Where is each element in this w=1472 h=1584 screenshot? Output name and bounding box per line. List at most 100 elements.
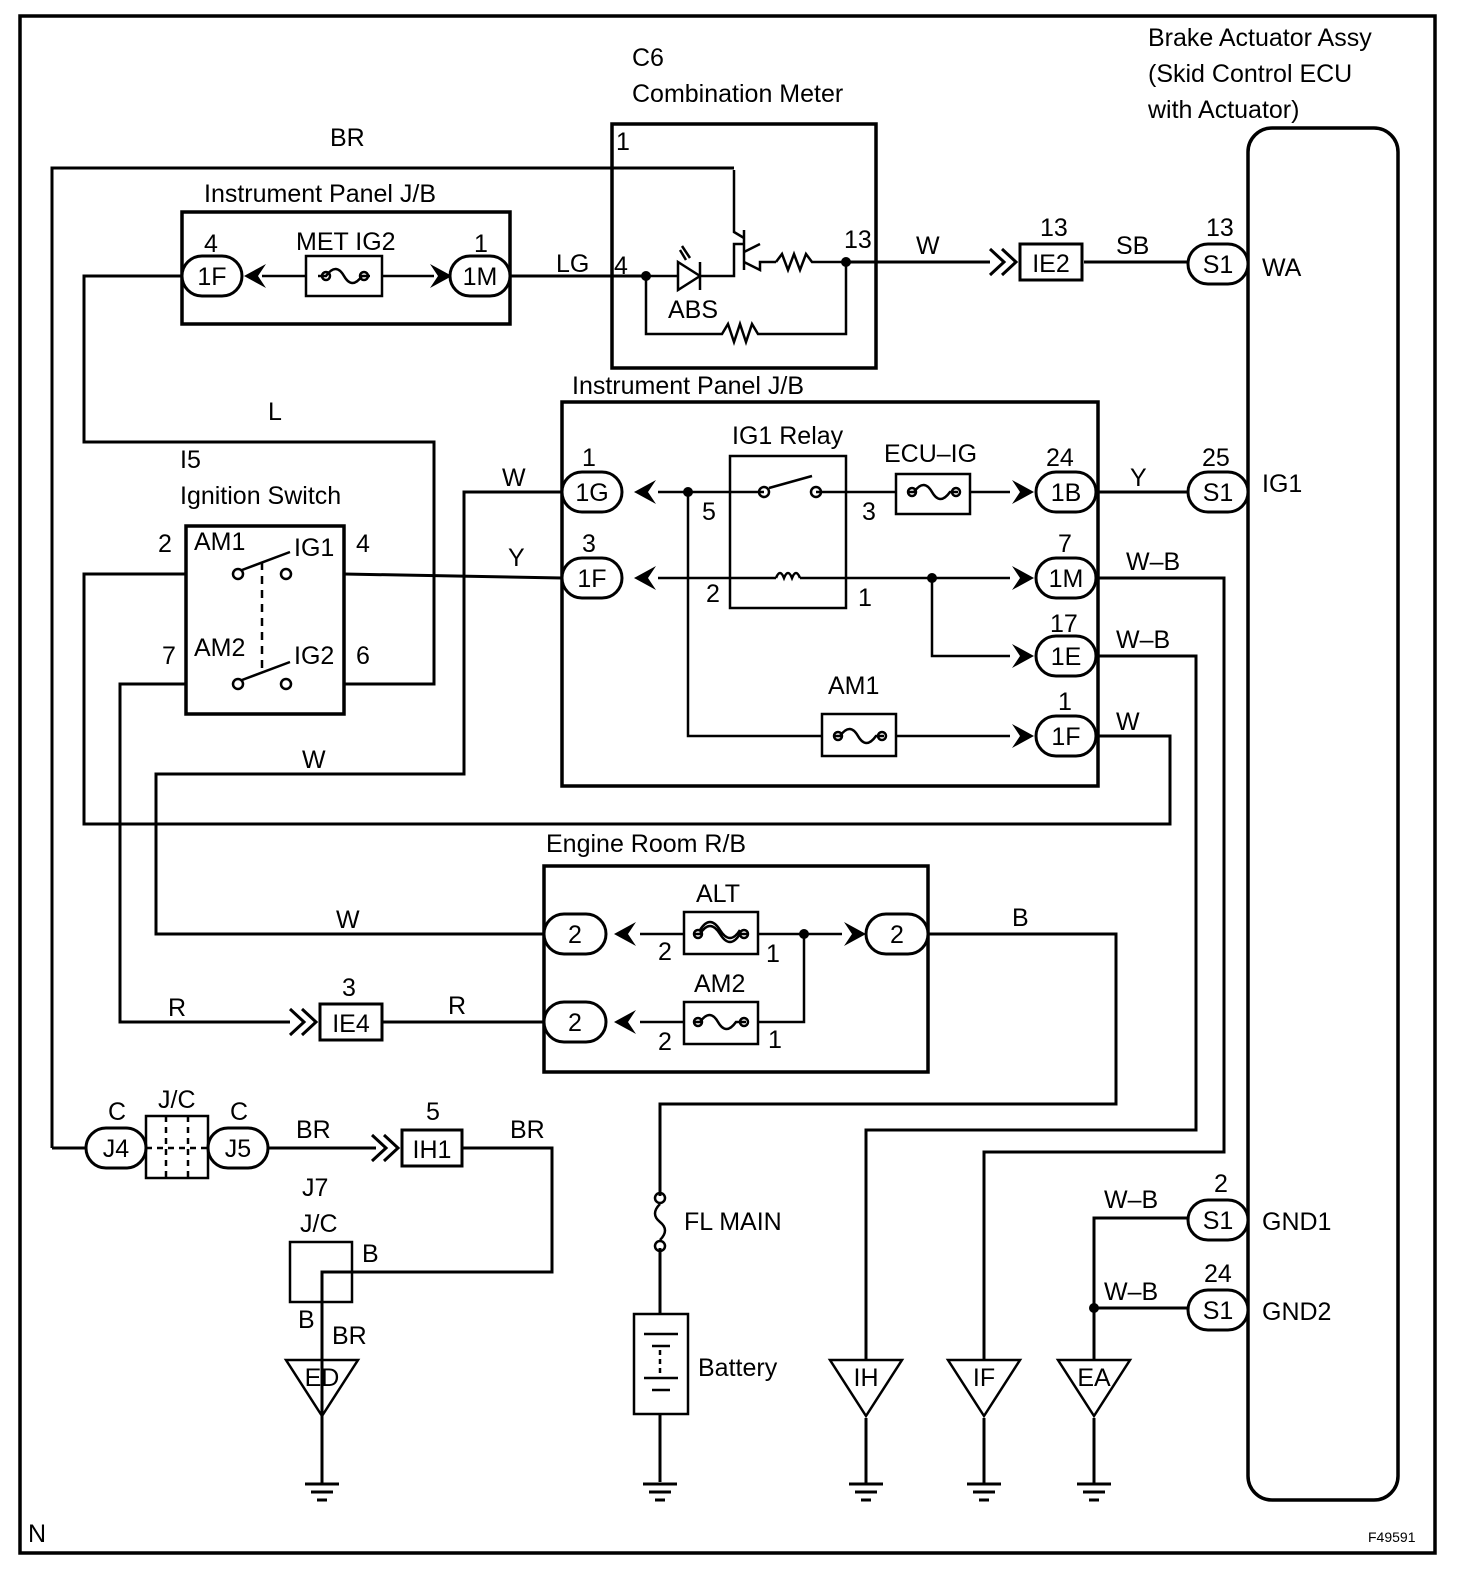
connector-j5: J5 bbox=[206, 1126, 270, 1170]
pin-jb-top-1: 1 bbox=[474, 230, 488, 258]
ground-ih: IH bbox=[827, 1358, 905, 1502]
connector-s1-ig1-label: S1 bbox=[1203, 479, 1234, 507]
j7-code: J7 bbox=[302, 1174, 328, 1202]
ground-ih-label: IH bbox=[854, 1364, 879, 1392]
connector-ie2-label: IE2 bbox=[1032, 250, 1070, 278]
wire-lg: LG bbox=[556, 250, 589, 278]
brake-actuator-subtitle-1: (Skid Control ECU bbox=[1148, 60, 1352, 88]
jb-main-title: Instrument Panel J/B bbox=[572, 372, 804, 400]
fuse-met-ig2-label: MET IG2 bbox=[296, 228, 396, 256]
wires bbox=[50, 166, 1226, 1484]
connector-1f-mid: 1F bbox=[560, 556, 624, 600]
fuse-ecu-ig-label: ECU–IG bbox=[884, 440, 977, 468]
wire-w-meter: W bbox=[916, 232, 940, 260]
pin-ih1-5: 5 bbox=[426, 1098, 440, 1126]
fl-main-label: FL MAIN bbox=[684, 1208, 782, 1236]
instrument-panel-jb-main: Instrument Panel J/B IG1 Relay ECU–IG AM… bbox=[560, 372, 1100, 788]
fuse-alt-label: ALT bbox=[696, 880, 740, 908]
pin-s1-25: 25 bbox=[1202, 444, 1230, 472]
brake-actuator: Brake Actuator Assy (Skid Control ECU wi… bbox=[1147, 24, 1400, 1502]
connector-1f-low: 1F bbox=[1034, 714, 1098, 758]
connector-1f-top: 1F bbox=[180, 254, 244, 298]
pin-alt-2: 2 bbox=[658, 938, 672, 966]
connector-1f-low-label: 1F bbox=[1051, 723, 1080, 751]
ig-switch-ig1: IG1 bbox=[294, 534, 334, 562]
abs-label: ABS bbox=[668, 296, 718, 324]
pin-relay-1: 1 bbox=[858, 584, 872, 612]
jc-top-label: J/C bbox=[158, 1086, 196, 1114]
engine-room-rb-title: Engine Room R/B bbox=[546, 830, 746, 858]
pin-ig-sw-4: 4 bbox=[356, 530, 370, 558]
wire-br-ih1: BR bbox=[510, 1116, 545, 1144]
external-pin-labels: 13 13 25 3 C C 5 2 24 J/C bbox=[108, 214, 1234, 1288]
pin-1f-3: 3 bbox=[582, 530, 596, 558]
wire-r-right: R bbox=[448, 992, 466, 1020]
connector-1m-mid: 1M bbox=[1034, 556, 1098, 600]
connector-rb-2-am2-label: 2 bbox=[568, 1009, 582, 1037]
pin-ig-sw-7: 7 bbox=[162, 642, 176, 670]
connector-rb-2-out-label: 2 bbox=[890, 921, 904, 949]
connector-1f-top-label: 1F bbox=[197, 263, 226, 291]
pin-ie2-13: 13 bbox=[1040, 214, 1068, 242]
connector-s1-gnd2-label: S1 bbox=[1203, 1297, 1234, 1325]
connector-s1-gnd1: S1 bbox=[1186, 1198, 1250, 1242]
meter-code: C6 bbox=[632, 44, 664, 72]
pin-relay-5: 5 bbox=[702, 498, 716, 526]
battery-label: Battery bbox=[698, 1354, 778, 1382]
wire-w-loop: W bbox=[302, 746, 326, 774]
ig-switch-am2: AM2 bbox=[194, 634, 245, 662]
pin-j4-c: C bbox=[108, 1098, 126, 1126]
pin-am2-2: 2 bbox=[658, 1028, 672, 1056]
connector-1m-mid-label: 1M bbox=[1049, 565, 1084, 593]
fuse-ecu-ig bbox=[894, 472, 972, 516]
pin-j5-c: C bbox=[230, 1098, 248, 1126]
connector-j5-label: J5 bbox=[225, 1135, 251, 1163]
figure-code: F49591 bbox=[1368, 1529, 1416, 1545]
wire-br-j5: BR bbox=[296, 1116, 331, 1144]
pin-1b-24: 24 bbox=[1046, 444, 1074, 472]
wire-wb-1m: W–B bbox=[1126, 548, 1180, 576]
ground-ea: EA bbox=[1055, 1358, 1133, 1502]
instrument-panel-jb-top: Instrument Panel J/B MET IG2 4 1 bbox=[180, 180, 512, 326]
pin-meter-13: 13 bbox=[844, 226, 872, 254]
brake-actuator-title: Brake Actuator Assy bbox=[1148, 24, 1372, 52]
connector-ih1: IH1 bbox=[370, 1128, 464, 1168]
wire-wb-gnd2: W–B bbox=[1104, 1278, 1158, 1306]
battery: Battery bbox=[632, 1312, 778, 1416]
wire-wb-gnd1: W–B bbox=[1104, 1186, 1158, 1214]
connector-1e: 1E bbox=[1034, 634, 1098, 678]
connector-1m-top: 1M bbox=[448, 254, 512, 298]
wire-wb-1e: W–B bbox=[1116, 626, 1170, 654]
ig-switch-code: I5 bbox=[180, 446, 201, 474]
wire-sb: SB bbox=[1116, 232, 1149, 260]
j7-junction: J7 J/C B B bbox=[288, 1174, 379, 1334]
connector-s1-gnd1-label: S1 bbox=[1203, 1207, 1234, 1235]
connector-1m-top-label: 1M bbox=[463, 263, 498, 291]
wire-l: L bbox=[268, 398, 282, 426]
ground-battery bbox=[641, 1482, 679, 1502]
connector-j4: J4 bbox=[84, 1126, 148, 1170]
connector-j4-label: J4 bbox=[103, 1135, 130, 1163]
wire-w-alt: W bbox=[336, 906, 360, 934]
ground-ed-label: ED bbox=[305, 1364, 340, 1392]
pin-relay-3: 3 bbox=[862, 498, 876, 526]
pin-j7-b-right: B bbox=[362, 1240, 379, 1268]
ignition-switch: I5 Ignition Switch AM1 IG1 AM2 IG2 2 4 7… bbox=[158, 446, 370, 716]
pin-s1-gnd1-2: 2 bbox=[1214, 1170, 1228, 1198]
connector-ie2: IE2 bbox=[988, 242, 1084, 282]
connectors: 1F 1M IE2 S1 1G 1B S1 1F bbox=[84, 242, 1250, 1332]
connector-rb-2-out: 2 bbox=[864, 912, 930, 956]
wire-y-ig1: Y bbox=[1130, 464, 1147, 492]
wire-color-labels: BR LG W SB L W Y Y W–B W–B W W W B R R B… bbox=[168, 124, 1180, 1350]
j7-name: J/C bbox=[300, 1210, 338, 1238]
terminal-gnd1: GND1 bbox=[1262, 1208, 1331, 1236]
connector-1e-label: 1E bbox=[1051, 643, 1082, 671]
wire-y-1f: Y bbox=[508, 544, 525, 572]
ground-if: IF bbox=[945, 1358, 1023, 1502]
wire-br-top: BR bbox=[330, 124, 365, 152]
pin-1e-17: 17 bbox=[1050, 610, 1078, 638]
fuse-am1-label: AM1 bbox=[828, 672, 879, 700]
connector-rb-2-alt-label: 2 bbox=[568, 921, 582, 949]
connector-ih1-label: IH1 bbox=[413, 1136, 452, 1164]
engine-room-rb: Engine Room R/B ALT AM2 2 1 2 1 bbox=[542, 830, 930, 1074]
